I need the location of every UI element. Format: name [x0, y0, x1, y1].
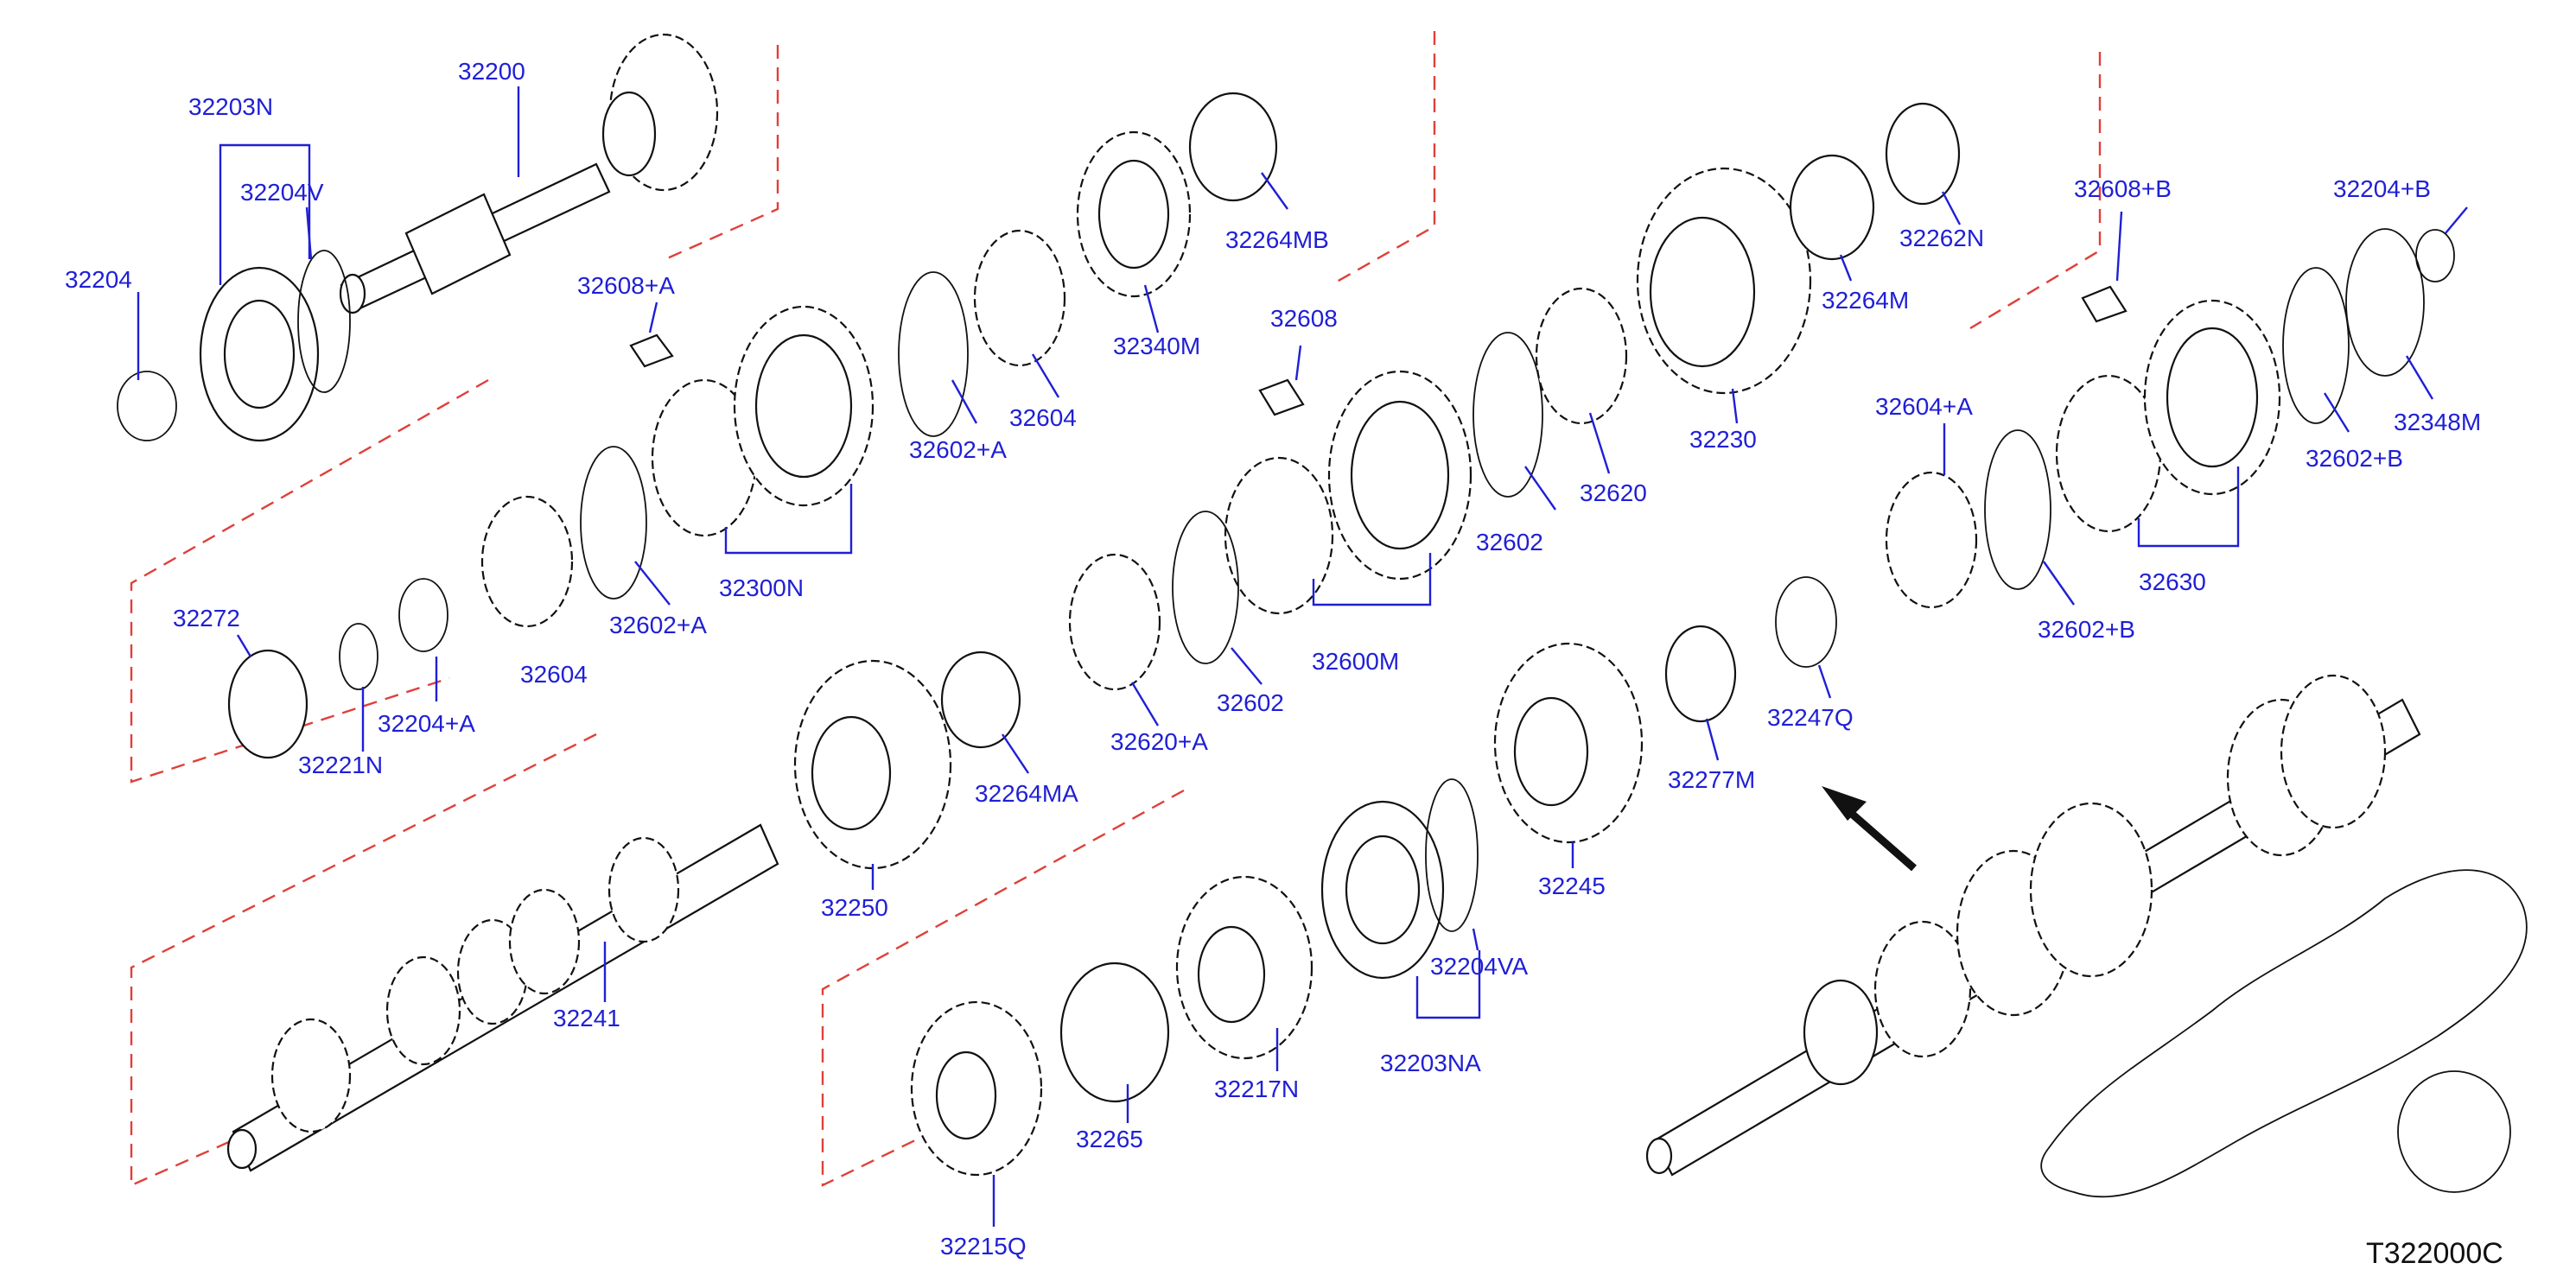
label-32602a-partial: 32602+A — [609, 612, 707, 638]
label-32265: 32265 — [1076, 1126, 1143, 1152]
stop-key-32608 — [1258, 378, 1305, 416]
label-32604-partial: 32604 — [520, 661, 588, 688]
label-32203n: 32203N — [188, 93, 273, 120]
label-32245: 32245 — [1538, 873, 1606, 899]
hub-32620a — [1068, 553, 1161, 691]
ring-32602-lower — [1172, 511, 1239, 664]
bearing-32264m — [1789, 154, 1875, 261]
label-32608b: 32608+B — [2074, 175, 2172, 202]
label-32602: 32602 — [1476, 529, 1543, 555]
label-32340m: 32340M — [1113, 333, 1200, 359]
label-32262n: 32262N — [1899, 225, 1984, 251]
ring-32204va — [1425, 778, 1479, 932]
bushing-32262n — [1885, 102, 1961, 206]
bearing-32264mb — [1188, 92, 1278, 202]
hub-32604a — [1885, 471, 1978, 609]
label-32247q: 32247Q — [1767, 704, 1854, 731]
label-32602-lower: 32602 — [1217, 689, 1284, 716]
label-32241: 32241 — [553, 1005, 620, 1031]
label-32204: 32204 — [65, 266, 132, 293]
label-32215q: 32215Q — [940, 1233, 1027, 1260]
label-32300n: 32300N — [719, 574, 804, 601]
label-32620a: 32620+A — [1110, 728, 1208, 755]
stop-key-32608b — [2081, 285, 2128, 323]
bearing-32264ma — [940, 651, 1021, 749]
label-32217n: 32217N — [1214, 1076, 1299, 1102]
leader-lines — [137, 86, 2468, 1227]
bushing-32265 — [1059, 962, 1170, 1103]
ring-32221n — [339, 623, 378, 690]
countershaft-32241 — [226, 823, 779, 1172]
hub-32604 — [973, 229, 1066, 367]
label-32204v: 32204V — [240, 179, 324, 206]
label-32203na: 32203NA — [1380, 1050, 1481, 1076]
ring-32602a-lower — [580, 446, 647, 600]
ring-32602b-lower — [1984, 429, 2051, 590]
drawing-code: T322000C — [2366, 1237, 2503, 1270]
ring-32602a — [898, 271, 969, 437]
ring-32602b — [2282, 267, 2350, 424]
hub-32620 — [1535, 287, 1628, 425]
stop-key-32608a — [629, 333, 674, 368]
label-32608a: 32608+A — [577, 272, 675, 299]
label-32600m-partial: 32600M — [1312, 648, 1399, 675]
label-32264m: 32264M — [1822, 287, 1909, 314]
label-32608: 32608 — [1270, 305, 1338, 332]
label-32204a: 32204+A — [378, 710, 475, 737]
ring-32602 — [1472, 332, 1543, 498]
label-32264ma: 32264MA — [975, 780, 1078, 807]
gear-32600m-hub — [1224, 456, 1334, 615]
label-32602b-partial: 32602+B — [2038, 616, 2135, 643]
direction-arrow — [1822, 786, 1917, 872]
bushing-32247q — [1775, 576, 1837, 668]
part-labels: 32200 32203N 32204V 32204 32608+A 32604 … — [65, 58, 2503, 1270]
label-32604a: 32604+A — [1875, 393, 1973, 420]
assembled-shaft — [1645, 674, 2528, 1198]
label-32620: 32620 — [1580, 479, 1647, 506]
label-32602a: 32602+A — [909, 436, 1007, 463]
main-shaft-32200 — [339, 33, 719, 314]
hub-32604-lower — [480, 495, 574, 628]
label-32264mb: 32264MB — [1225, 226, 1329, 253]
bearing-32272 — [227, 649, 308, 759]
ring-32204b — [2415, 229, 2455, 282]
label-32204b: 32204+B — [2333, 175, 2431, 202]
label-32630: 32630 — [2139, 568, 2206, 595]
label-32200: 32200 — [458, 58, 525, 85]
label-32230: 32230 — [1689, 426, 1757, 453]
label-32221n: 32221N — [298, 752, 383, 778]
label-32250: 32250 — [821, 894, 888, 921]
ring-32204a — [398, 578, 448, 652]
parts-drawing — [117, 33, 2528, 1198]
label-32604: 32604 — [1009, 404, 1077, 431]
label-32277m: 32277M — [1668, 766, 1755, 793]
label-32602b: 32602+B — [2306, 445, 2403, 472]
gear-32630-hub — [2055, 374, 2162, 533]
bearing-32277m — [1664, 625, 1737, 723]
ring-32348m — [2345, 228, 2425, 377]
label-32272: 32272 — [173, 605, 240, 631]
label-32204va: 32204VA — [1430, 953, 1528, 980]
label-32348m: 32348M — [2394, 409, 2481, 435]
